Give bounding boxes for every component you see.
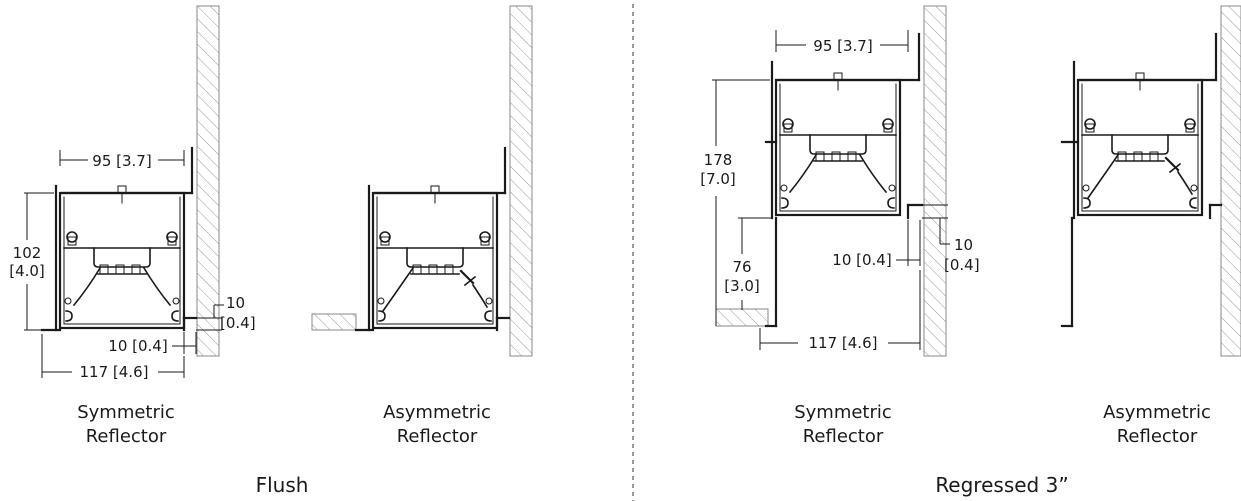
ceiling-hatch bbox=[715, 308, 769, 327]
flush-height-label-2: [4.0] bbox=[9, 262, 45, 280]
regressed-flange-label-2: [0.4] bbox=[944, 256, 980, 274]
flush-flange-label-2: [0.4] bbox=[220, 314, 256, 332]
regressed-symmetric-drawing bbox=[715, 5, 947, 357]
regressed-section-title: Regressed 3” bbox=[935, 473, 1068, 497]
regressed-symmetric-caption-2: Reflector bbox=[803, 426, 884, 447]
regressed-height-label-1: 178 bbox=[704, 151, 733, 169]
regressed-asymmetric-drawing bbox=[1060, 5, 1241, 357]
regressed-width-label: 117 [4.6] bbox=[809, 334, 878, 352]
regressed-height-label-2: [7.0] bbox=[700, 170, 736, 188]
flush-flange-label-1: 10 bbox=[226, 294, 245, 312]
flush-symmetric-drawing bbox=[40, 5, 220, 357]
flush-asymmetric-caption-2: Reflector bbox=[397, 426, 478, 447]
flush-asymmetric-drawing bbox=[311, 5, 533, 357]
flush-offset-label: 10 [0.4] bbox=[108, 337, 167, 355]
regressed-regress-label-2: [3.0] bbox=[724, 277, 760, 295]
regressed-top-width-label: 95 [3.7] bbox=[813, 37, 872, 55]
flush-symmetric-caption-1: Symmetric bbox=[77, 402, 175, 423]
wall-hatch bbox=[196, 5, 220, 357]
regressed-asymmetric-caption-2: Reflector bbox=[1117, 426, 1198, 447]
regressed-symmetric-caption-1: Symmetric bbox=[794, 402, 892, 423]
flush-symmetric-caption-2: Reflector bbox=[86, 426, 167, 447]
flush-width-label: 117 [4.6] bbox=[80, 363, 149, 381]
wall-hatch bbox=[1220, 5, 1241, 357]
regressed-regress-label-1: 76 bbox=[732, 258, 751, 276]
flush-dimensions: 95 [3.7] 102 [4.0] 10 [0.4] 10 [0.4] 117… bbox=[9, 150, 256, 381]
wall-hatch bbox=[509, 5, 533, 357]
regressed-offset-label: 10 [0.4] bbox=[832, 251, 891, 269]
flush-top-width-label: 95 [3.7] bbox=[92, 152, 151, 170]
regressed-dimensions: 95 [3.7] 178 [7.0] 76 [3.0] 10 [0.4] 10 … bbox=[700, 30, 980, 352]
flush-section-title: Flush bbox=[256, 473, 309, 497]
flush-asymmetric-caption-1: Asymmetric bbox=[383, 402, 491, 423]
regressed-asymmetric-caption-1: Asymmetric bbox=[1103, 402, 1211, 423]
flush-height-label-1: 102 bbox=[13, 244, 42, 262]
wall-hatch bbox=[923, 5, 947, 357]
regressed-flange-label-1: 10 bbox=[954, 236, 973, 254]
ceiling-hatch bbox=[311, 313, 357, 331]
